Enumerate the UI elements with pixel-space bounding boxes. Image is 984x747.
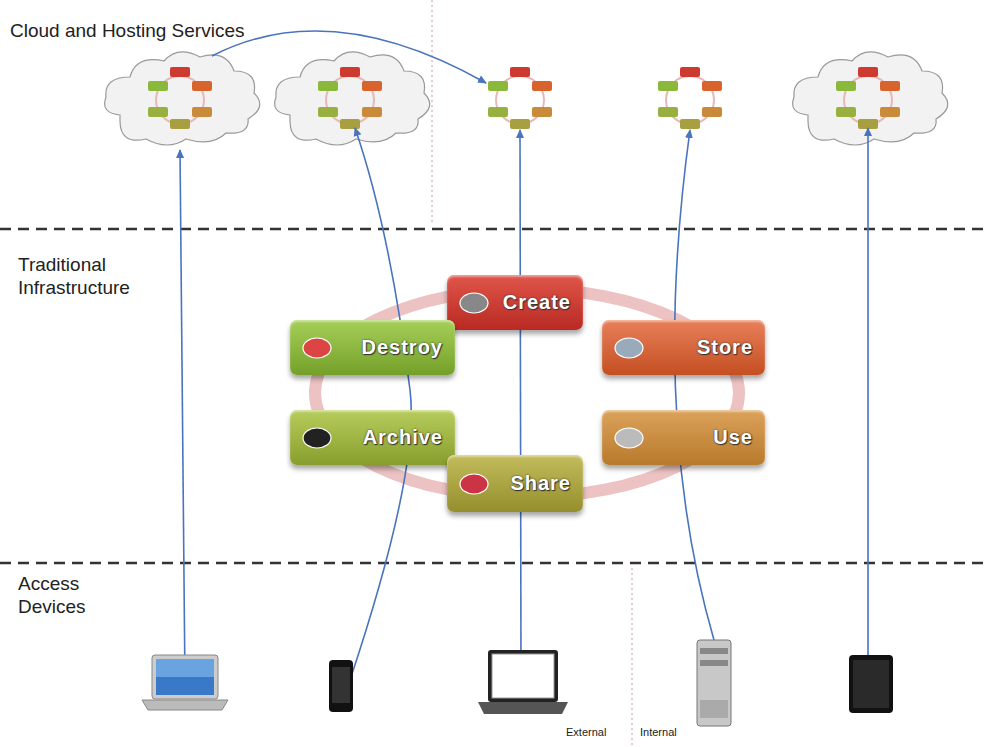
access-arrow: [180, 150, 185, 684]
mini-stage: [318, 107, 338, 117]
band-label: Traditional Infrastructure: [18, 254, 178, 300]
tablet-icon: [849, 655, 893, 713]
mini-stage: [488, 107, 508, 117]
mini-stage: [148, 107, 168, 117]
mini-stage: [488, 81, 508, 91]
stage-label: Store: [697, 336, 753, 359]
access-arrows: [180, 31, 868, 684]
mini-stage: [532, 81, 552, 91]
lifecycle-stage-box: Create: [447, 275, 583, 330]
lifecycle-stage-box: Store: [602, 320, 765, 375]
mini-stage: [532, 107, 552, 117]
cloud-shape: [275, 52, 430, 145]
stage-icon: [457, 470, 491, 498]
mini-stage: [192, 107, 212, 117]
band-label: Access Devices: [18, 573, 128, 619]
band-divider: [0, 228, 984, 231]
mini-stage: [880, 81, 900, 91]
mini-stage: [658, 81, 678, 91]
stage-icon: [300, 424, 334, 452]
stage-label: Share: [510, 472, 571, 495]
mini-stage: [340, 67, 360, 77]
mini-stage: [836, 107, 856, 117]
laptop-icon: [142, 655, 228, 710]
band-divider: [0, 562, 984, 565]
access-arrow: [350, 128, 411, 680]
stage-label: Destroy: [362, 336, 443, 359]
lifecycle-stage-box: Destroy: [290, 320, 455, 375]
mini-stage: [362, 107, 382, 117]
mini-stage: [658, 107, 678, 117]
stage-label: Create: [503, 291, 571, 314]
mini-stage: [858, 67, 878, 77]
stage-icon: [457, 289, 491, 317]
mini-stage: [680, 119, 700, 129]
band-label: Cloud and Hosting Services: [10, 20, 310, 43]
mini-stage: [170, 67, 190, 77]
lifecycle-stage-box: Archive: [290, 410, 455, 465]
zone-label: Internal: [640, 726, 700, 739]
mini-lifecycle-group: [148, 67, 900, 129]
laptop-icon: [478, 650, 568, 714]
stage-label: Use: [713, 426, 753, 449]
mini-stage: [192, 81, 212, 91]
stage-icon: [300, 334, 334, 362]
lifecycle-stage-box: Use: [602, 410, 765, 465]
stage-icon: [612, 424, 646, 452]
cloud-group: [105, 52, 948, 145]
mini-stage: [362, 81, 382, 91]
zone-label: External: [566, 726, 626, 739]
mini-stage: [858, 119, 878, 129]
mini-stage: [340, 119, 360, 129]
mini-stage: [880, 107, 900, 117]
cloud-shape: [105, 52, 260, 145]
mini-stage: [170, 119, 190, 129]
mini-stage: [318, 81, 338, 91]
stage-icon: [612, 334, 646, 362]
access-arrow: [867, 128, 869, 680]
access-arrow: [675, 130, 714, 640]
external-internal-divider: [632, 568, 633, 747]
stage-label: Archive: [363, 426, 443, 449]
external-internal-divider: [432, 0, 433, 225]
mini-stage: [702, 81, 722, 91]
cloud-shape: [793, 52, 948, 145]
mini-stage: [510, 67, 530, 77]
migration-arrow: [212, 31, 486, 83]
mini-stage: [148, 81, 168, 91]
mini-stage: [836, 81, 856, 91]
mini-stage: [702, 107, 722, 117]
lifecycle-stage-box: Share: [447, 455, 583, 512]
phone-icon: [329, 660, 353, 712]
access-arrow: [520, 130, 521, 672]
server-icon: [697, 640, 731, 726]
mini-stage: [510, 119, 530, 129]
mini-stage: [680, 67, 700, 77]
